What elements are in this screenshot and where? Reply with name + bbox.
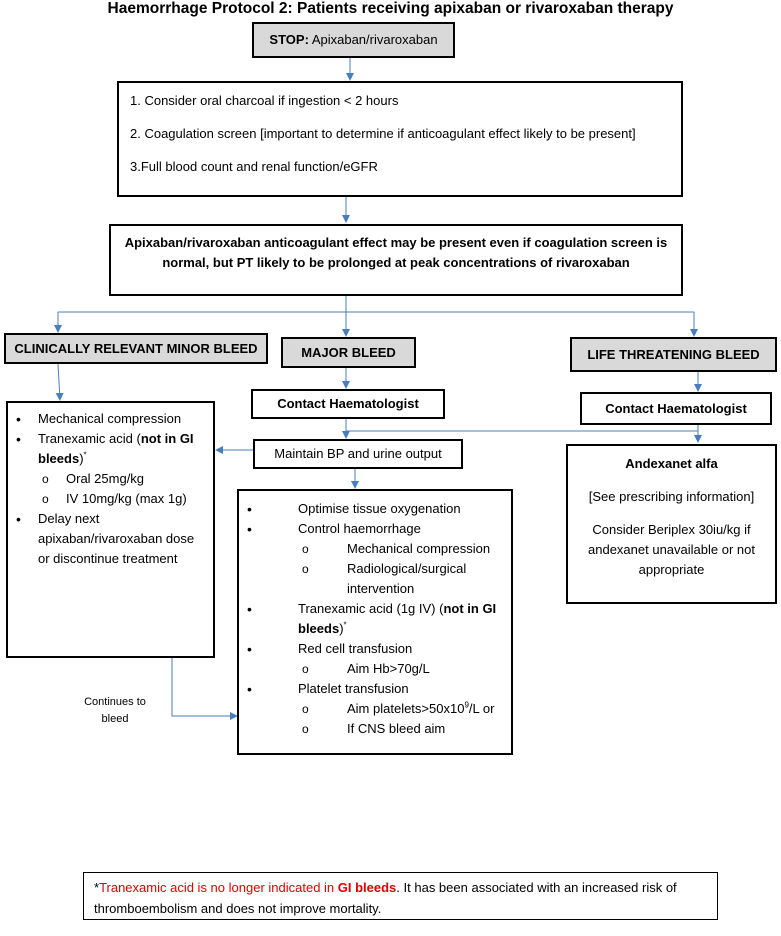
major-optimise-oxygenation: Optimise tissue oxygenation (239, 499, 503, 519)
continues-to-bleed-label: Continues to bleed (84, 696, 146, 725)
minor-mechanical-compression: Mechanical compression (8, 409, 205, 429)
major-control-haemorrhage: Control haemorrhage Mechanical compressi… (239, 519, 503, 599)
stop-drug: Apixaban/rivaroxaban (308, 32, 438, 47)
minor-bleed-heading: CLINICALLY RELEVANT MINOR BLEED (4, 333, 268, 364)
footnote-asterisk: * (94, 880, 100, 895)
footnote-rest: . It has been associated with an increas… (94, 880, 677, 916)
andexanet-title: Andexanet alfa (625, 456, 718, 471)
footnote-box: *Tranexamic acid is no longer indicated … (83, 872, 718, 920)
major-red-cell-transfusion: Red cell transfusion Aim Hb>70g/L (239, 639, 503, 679)
stop-label: STOP: (269, 32, 309, 47)
beriplex-note: Consider Beriplex 30iu/kg if andexanet u… (588, 522, 755, 577)
branch-line (58, 296, 694, 313)
major-aim-platelets: Aim platelets>50x109/L or (298, 699, 503, 719)
anticoagulant-effect-note: Apixaban/rivaroxaban anticoagulant effec… (109, 224, 683, 296)
maintain-bp-urine: Maintain BP and urine output (253, 439, 463, 469)
prescribing-info: [See prescribing information] (588, 489, 755, 504)
minor-delay-dose: Delay next apixaban/rivaroxaban dose or … (8, 509, 205, 569)
arrow-minor-to-list (55, 363, 64, 401)
minor-bleed-actions: Mechanical compression Tranexamic acid (… (6, 401, 215, 658)
major-bleed-actions: Optimise tissue oxygenation Control haem… (237, 489, 513, 755)
minor-txa-oral: Oral 25mg/kg (38, 469, 205, 489)
major-cns-bleed: If CNS bleed aim (298, 719, 503, 739)
minor-tranexamic-acid: Tranexamic acid (not in GI bleeds)* Oral… (8, 429, 205, 509)
stop-box: STOP: Apixaban/rivaroxaban (252, 22, 455, 58)
footnote-red-text: Tranexamic acid is no longer indicated i… (99, 880, 338, 895)
initial-steps-box: 1. Consider oral charcoal if ingestion <… (117, 81, 683, 197)
arrow-continues-to-bleed (171, 658, 238, 720)
step-blood-count: 3.Full blood count and renal function/eG… (130, 159, 378, 174)
major-bleed-heading: MAJOR BLEED (281, 337, 416, 368)
andexanet-box: Andexanet alfa [See prescribing informat… (566, 444, 777, 604)
major-tranexamic-acid: Tranexamic acid (1g IV) (not in GI bleed… (239, 599, 503, 639)
page-title: Haemorrhage Protocol 2: Patients receivi… (107, 0, 674, 17)
step-charcoal: 1. Consider oral charcoal if ingestion <… (130, 93, 399, 108)
major-platelet-transfusion: Platelet transfusion Aim platelets>50x10… (239, 679, 503, 739)
major-mechanical-compression: Mechanical compression (298, 539, 503, 559)
major-contact-haematologist: Contact Haematologist (251, 389, 445, 419)
major-aim-hb: Aim Hb>70g/L (298, 659, 503, 679)
major-radiological-intervention: Radiological/surgical intervention (298, 559, 503, 599)
step-coagulation: 2. Coagulation screen [important to dete… (130, 126, 636, 141)
minor-txa-iv: IV 10mg/kg (max 1g) (38, 489, 205, 509)
life-contact-haematologist: Contact Haematologist (580, 392, 772, 425)
footnote-gi-bleeds: GI bleeds (337, 880, 397, 895)
life-threatening-heading: LIFE THREATENING BLEED (570, 337, 777, 372)
